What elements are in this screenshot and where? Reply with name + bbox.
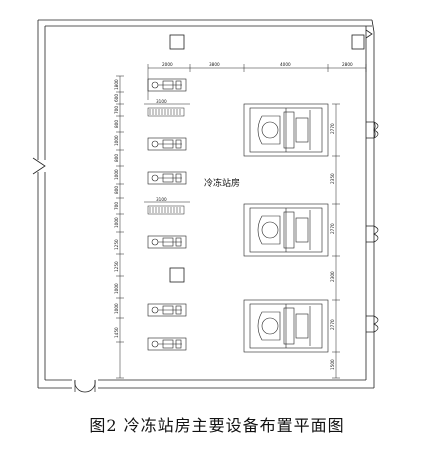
left-dim-5: 1000 [114,135,119,146]
bottom-door [74,379,96,393]
bar-label-1: 3100 [156,99,167,104]
right-dim-4: 2300 [330,271,335,282]
left-dim-14: 1000 [114,303,119,314]
right-dim-5: 2770 [330,319,335,330]
left-dim-6: 800 [114,154,119,162]
left-dim-4: 800 [114,120,119,128]
top-dim-3: 4000 [280,62,291,67]
left-dim-11: 1250 [114,239,119,250]
left-dim-3: 700 [114,106,119,114]
top-dim-4: 2800 [342,62,353,67]
left-dim-9: 700 [114,202,119,210]
figure-caption: 图2 冷冻站房主要设备布置平面图 [89,416,345,435]
top-dim-2: 3800 [209,62,220,67]
left-dim-2: 600 [114,94,119,102]
right-dim-1: 2770 [330,123,335,134]
right-dim-2: 2350 [330,173,335,184]
bar-label-2: 3100 [156,197,167,202]
columns [169,34,365,283]
left-dim-7: 1000 [114,169,119,180]
pump-units [147,78,187,351]
building-walls [32,19,375,389]
left-dim-labels: 1800 600 700 800 1000 800 1000 800 700 1… [114,79,119,338]
left-dim-12: 1250 [114,261,119,272]
left-dimension-line [116,75,124,379]
room-label: 冷冻站房 [204,177,240,189]
right-dim-3: 2770 [330,223,335,234]
left-dim-1: 1800 [114,79,119,90]
right-dim-6: 1500 [330,359,335,370]
heat-exchanger-bars [144,103,190,215]
right-doors [366,121,379,333]
top-dim-1: 2000 [162,62,173,67]
left-dim-15: 1450 [114,327,119,338]
floor-plan-drawing: 2000 3800 4000 2800 1800 600 700 800 100… [32,19,379,393]
top-dimension-line [147,64,367,100]
left-dim-8: 800 [114,186,119,194]
left-dim-13: 1000 [114,283,119,294]
chiller-units [243,103,329,353]
right-dimension-line [332,103,340,379]
left-dim-10: 1000 [114,217,119,228]
